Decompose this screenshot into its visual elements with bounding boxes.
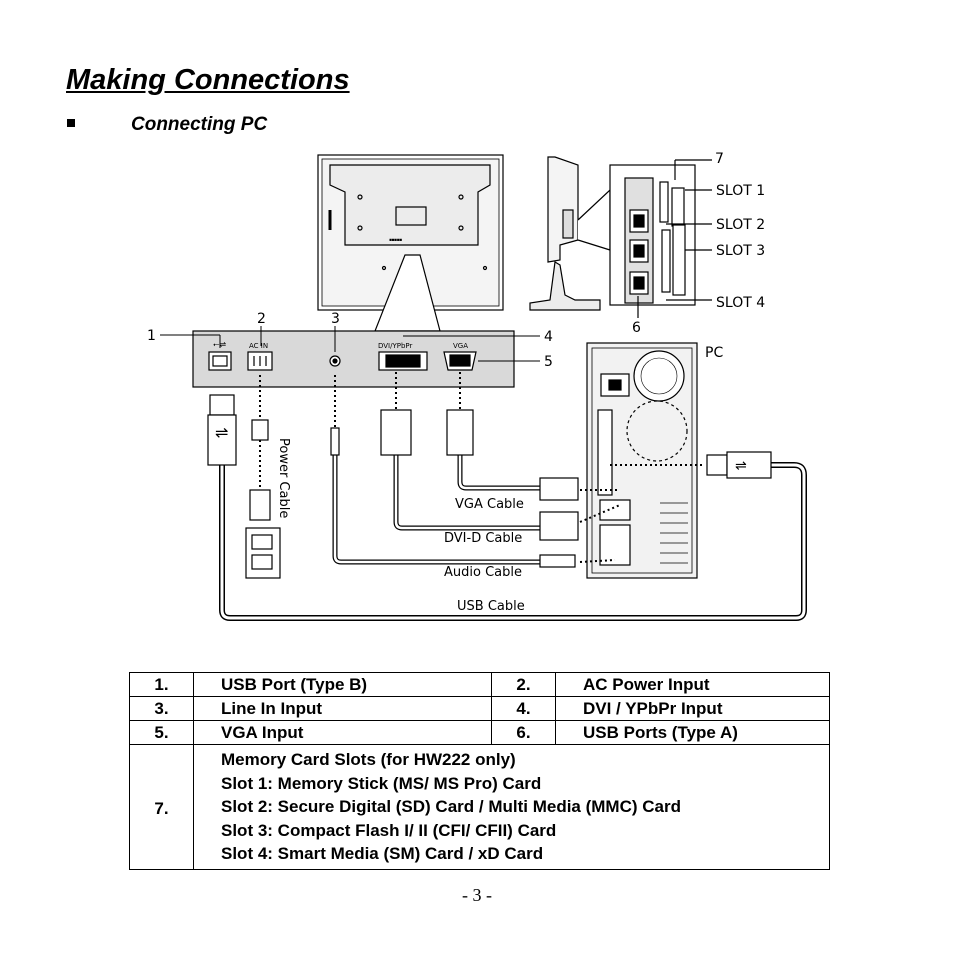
callout-3: 3 bbox=[331, 311, 340, 327]
legend-text: USB Port (Type B) bbox=[193, 672, 492, 697]
slot-3-label: SLOT 3 bbox=[716, 243, 765, 259]
pc-tower-illustration bbox=[586, 342, 698, 579]
card-reader-panel bbox=[609, 159, 712, 318]
memory-card-slots-cell: Memory Card Slots (for HW222 only) Slot … bbox=[193, 744, 830, 870]
legend-line: Slot 3: Compact Flash I/ II (CFI/ CFII) … bbox=[221, 820, 557, 840]
callout-5: 5 bbox=[544, 354, 553, 370]
monitor-port-panel bbox=[192, 330, 515, 388]
usb-cable-label: USB Cable bbox=[457, 599, 525, 614]
dvi-cable-label: DVI-D Cable bbox=[444, 531, 522, 546]
legend-text: AC Power Input bbox=[555, 672, 830, 697]
callout-4: 4 bbox=[544, 329, 553, 345]
audio-cable-label: Audio Cable bbox=[444, 565, 522, 580]
legend-number: 1. bbox=[129, 672, 194, 697]
callout-leaders bbox=[160, 326, 540, 362]
legend-line: Slot 1: Memory Stick (MS/ MS Pro) Card bbox=[221, 773, 542, 793]
usb-plug-pc-icon: ⇌ bbox=[735, 458, 747, 474]
slot-4-label: SLOT 4 bbox=[716, 295, 765, 311]
table-row: 1. USB Port (Type B) 2. AC Power Input bbox=[129, 672, 830, 697]
legend-number: 6. bbox=[491, 720, 556, 745]
connectors bbox=[207, 394, 772, 579]
table-row: 7. Memory Card Slots (for HW222 only) Sl… bbox=[129, 744, 830, 870]
page-title: Making Connections bbox=[66, 64, 350, 96]
dvi-label: DVI/YPbPr bbox=[378, 342, 413, 350]
callout-2: 2 bbox=[257, 311, 266, 327]
legend-text: USB Ports (Type A) bbox=[555, 720, 830, 745]
legend-number: 3. bbox=[129, 696, 194, 721]
bullet-icon bbox=[67, 119, 75, 127]
legend-number: 5. bbox=[129, 720, 194, 745]
legend-line: Memory Card Slots (for HW222 only) bbox=[221, 750, 516, 769]
callout-1: 1 bbox=[147, 328, 156, 344]
section-subtitle: Connecting PC bbox=[131, 114, 268, 135]
legend-number: 2. bbox=[491, 672, 556, 697]
legend-line: Slot 2: Secure Digital (SD) Card / Multi… bbox=[221, 797, 681, 816]
legend-text: Line In Input bbox=[193, 696, 492, 721]
ac-in-label: AC IN bbox=[249, 342, 268, 350]
table-row: 5. VGA Input 6. USB Ports (Type A) bbox=[129, 720, 830, 745]
callout-7: 7 bbox=[715, 151, 724, 167]
legend-text: DVI / YPbPr Input bbox=[555, 696, 830, 721]
slot-2-label: SLOT 2 bbox=[716, 217, 765, 233]
pc-label: PC bbox=[705, 345, 723, 361]
legend-number: 4. bbox=[491, 696, 556, 721]
vga-cable-label: VGA Cable bbox=[455, 497, 524, 512]
legend-number: 7. bbox=[129, 744, 194, 870]
cables bbox=[219, 372, 807, 621]
usb-plug-icon: ⇌ bbox=[215, 423, 228, 442]
monitor-side-illustration bbox=[529, 156, 611, 311]
callout-6: 6 bbox=[632, 320, 641, 336]
page-number: - 3 - bbox=[462, 885, 492, 905]
legend-table: 1. USB Port (Type B) 2. AC Power Input 3… bbox=[129, 672, 830, 870]
legend-line: Slot 4: Smart Media (SM) Card / xD Card bbox=[221, 844, 544, 863]
slot-1-label: SLOT 1 bbox=[716, 183, 765, 199]
vga-label: VGA bbox=[453, 342, 468, 350]
svg-text:▪ ▪ ▪ ▪ ▪: ▪ ▪ ▪ ▪ ▪ bbox=[390, 237, 402, 242]
legend-text: VGA Input bbox=[193, 720, 492, 745]
power-cable-label: Power Cable bbox=[276, 438, 291, 518]
table-row: 3. Line In Input 4. DVI / YPbPr Input bbox=[129, 696, 830, 721]
